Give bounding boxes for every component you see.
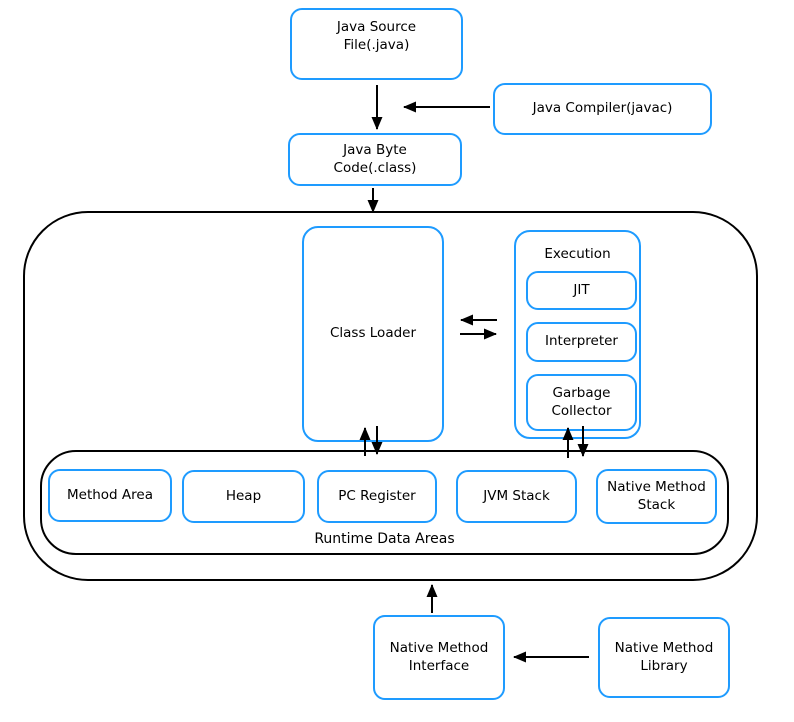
node-method-area: Method Area: [48, 469, 172, 522]
node-native-method-stack: Native Method Stack: [596, 469, 717, 524]
class-loader-label: Class Loader: [329, 325, 417, 342]
java-source-file-label: Java Source File(.java): [336, 19, 417, 53]
native-method-stack-label: Native Method Stack: [607, 478, 706, 513]
runtime-data-areas-container: Method Area Heap PC Register JVM Stack N…: [40, 450, 729, 555]
node-native-method-interface: Native Method Interface: [373, 615, 505, 700]
node-heap: Heap: [182, 470, 305, 523]
runtime-data-areas-label: Runtime Data Areas: [314, 530, 455, 547]
node-java-source-file: Java Source File(.java): [290, 8, 463, 80]
node-execution-engine: Execution JIT Interpreter Garbage Collec…: [514, 230, 641, 439]
node-garbage-collector: Garbage Collector: [526, 374, 637, 431]
native-method-interface-label: Native Method Interface: [389, 639, 489, 674]
node-interpreter: Interpreter: [526, 322, 637, 362]
jvm-stack-label: JVM Stack: [483, 487, 550, 504]
method-area-label: Method Area: [67, 486, 153, 503]
native-method-library-label: Native Method Library: [614, 639, 714, 674]
node-jvm-stack: JVM Stack: [456, 470, 577, 523]
node-pc-register: PC Register: [317, 470, 437, 523]
pc-register-label: PC Register: [338, 487, 416, 504]
java-compiler-label: Java Compiler(javac): [532, 100, 673, 117]
execution-label: Execution: [544, 246, 611, 262]
garbage-collector-label: Garbage Collector: [551, 384, 612, 419]
interpreter-label: Interpreter: [545, 333, 618, 350]
heap-label: Heap: [225, 487, 262, 504]
jit-label: JIT: [573, 281, 590, 298]
node-jit: JIT: [526, 271, 637, 310]
node-java-byte-code: Java Byte Code(.class): [288, 133, 462, 186]
jvm-container: Class Loader Execution JIT Interpreter G…: [23, 211, 758, 581]
java-byte-code-label: Java Byte Code(.class): [333, 141, 417, 176]
node-java-compiler: Java Compiler(javac): [493, 83, 712, 135]
node-class-loader: Class Loader: [302, 226, 444, 442]
node-native-method-library: Native Method Library: [598, 617, 730, 698]
